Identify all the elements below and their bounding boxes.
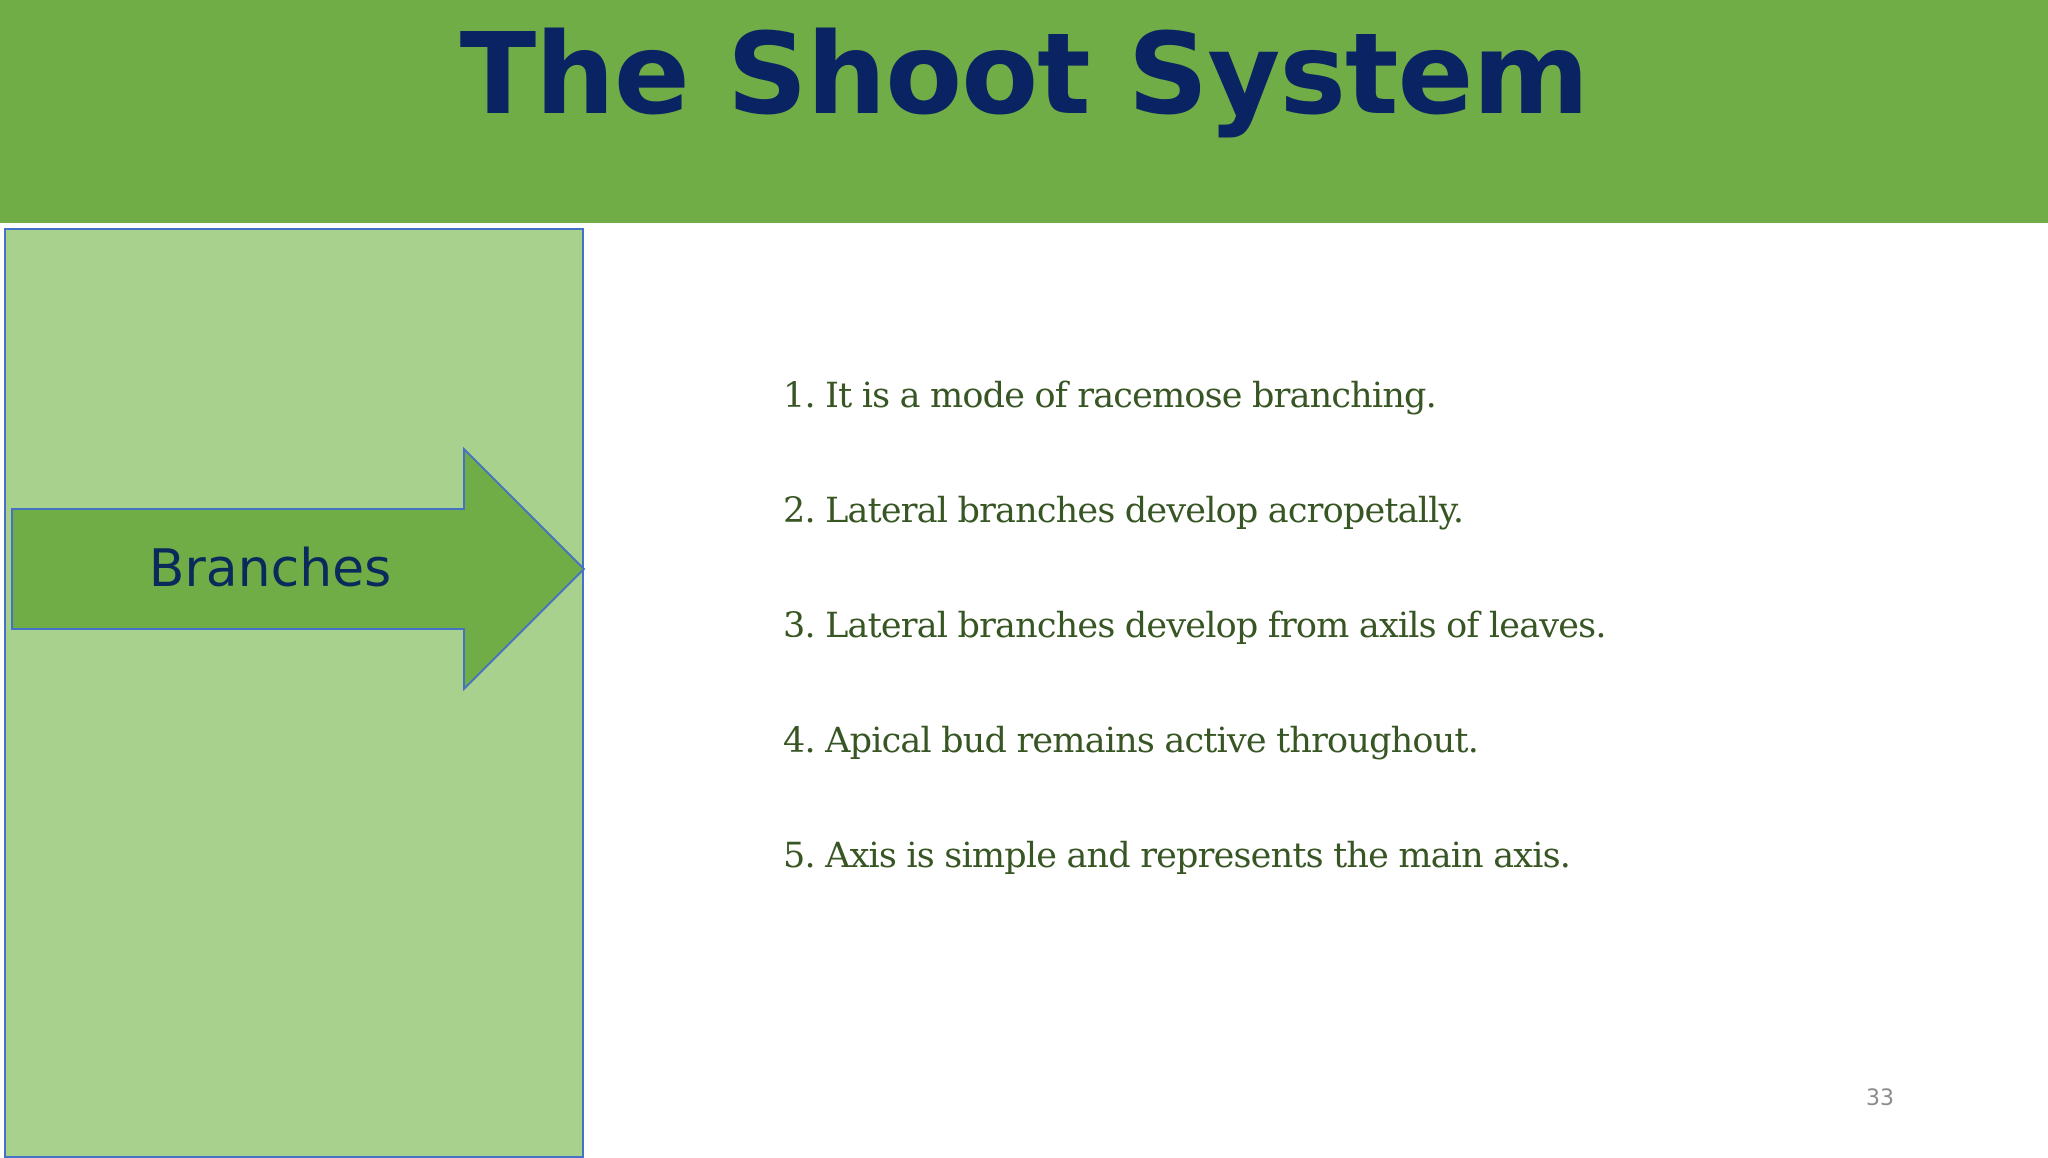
- bullet-list: 1. It is a mode of racemose branching. 2…: [783, 362, 1983, 937]
- bullet-point-1: 1. It is a mode of racemose branching.: [783, 376, 1437, 416]
- slide-title: The Shoot System: [459, 10, 1589, 140]
- side-panel: [4, 228, 584, 1158]
- title-bar: The Shoot System: [0, 0, 2048, 223]
- bullet-point-2: 2. Lateral branches develop acropetally.: [783, 491, 1464, 531]
- arrow-label: Branches: [148, 539, 392, 599]
- bullet-point-3: 3. Lateral branches develop from axils o…: [783, 606, 1606, 646]
- right-arrow-icon: [11, 446, 586, 692]
- bullet-point-5: 5. Axis is simple and represents the mai…: [783, 836, 1571, 876]
- right-arrow-shape: [11, 446, 586, 692]
- bullet-point-4: 4. Apical bud remains active throughout.: [783, 721, 1479, 761]
- slide-number: 33: [1866, 1086, 1894, 1111]
